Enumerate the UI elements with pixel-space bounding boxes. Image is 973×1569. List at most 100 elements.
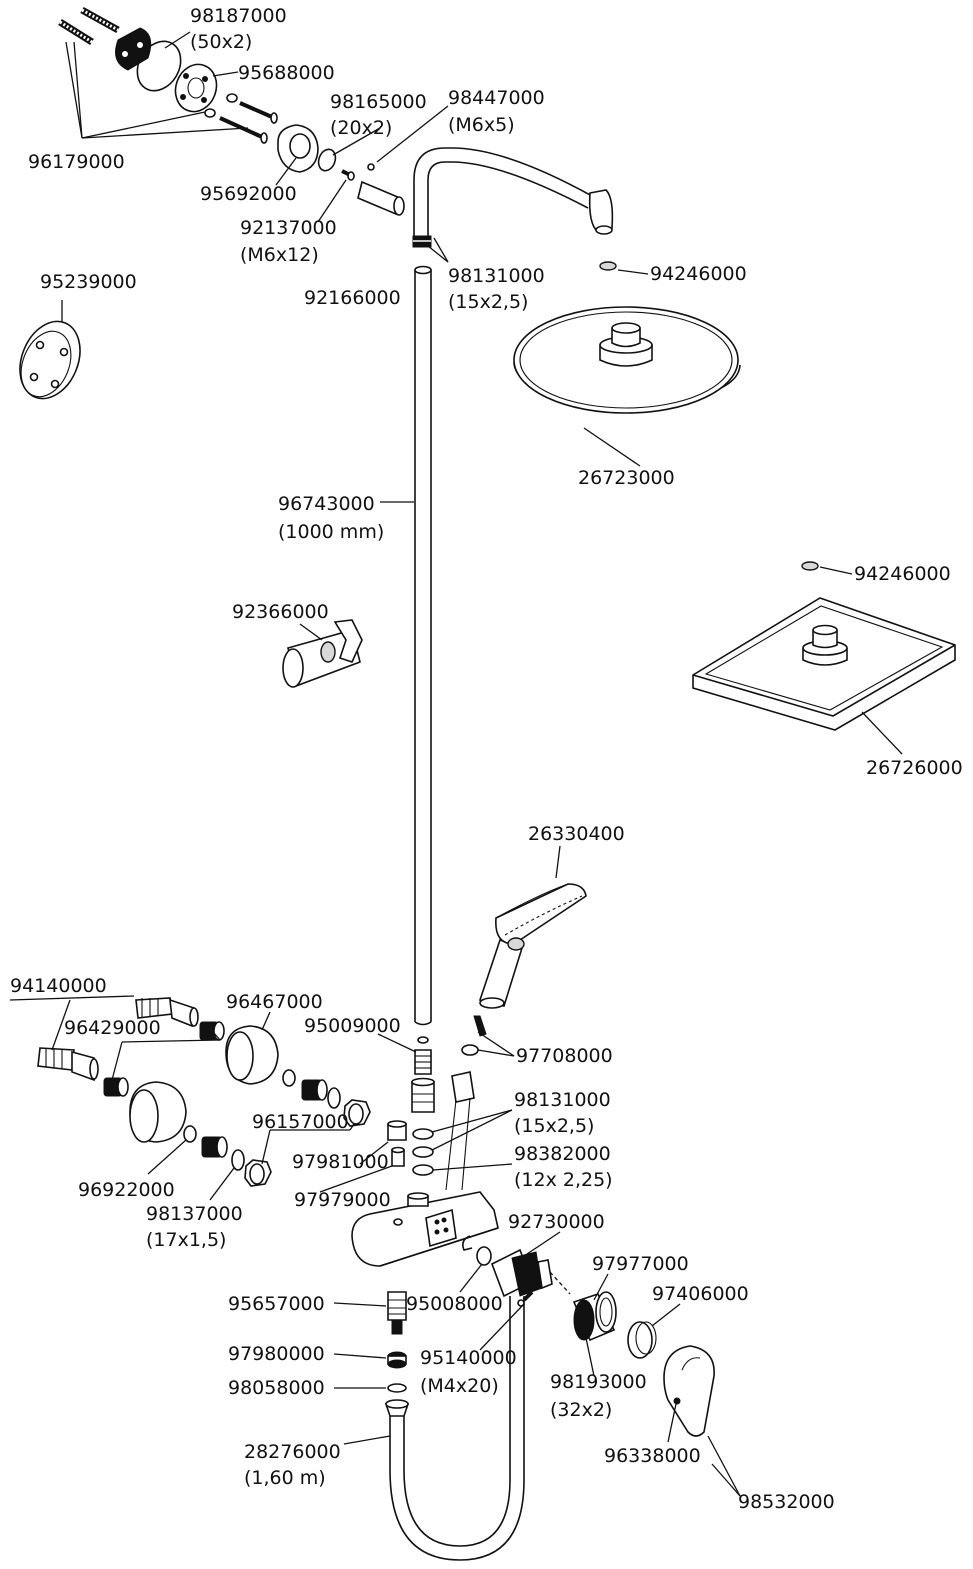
rosette-lower: [129, 1081, 187, 1143]
label-98058000: 98058000: [228, 1377, 325, 1399]
label-98131000-low: 98131000: [514, 1089, 611, 1111]
head-washer-b: [801, 561, 819, 571]
label-92730000: 92730000: [508, 1211, 605, 1233]
label-92137000: 92137000: [240, 217, 337, 239]
bottom-outlet: [387, 1291, 407, 1393]
temperature-ring: [572, 1291, 617, 1342]
label-97979000: 97979000: [294, 1189, 391, 1211]
label-92366000: 92366000: [232, 601, 329, 623]
label-96467000: 96467000: [226, 991, 323, 1013]
label-96179000: 96179000: [28, 151, 125, 173]
threaded-bushing-lower: [201, 1136, 228, 1158]
washer-98058000: [387, 1383, 407, 1393]
label-98187000-size: (50x2): [190, 31, 252, 53]
check-valve: [387, 1291, 407, 1335]
label-98532000: 98532000: [738, 1491, 835, 1513]
label-94246000-b: 94246000: [854, 563, 951, 585]
hand-shower: [478, 883, 587, 1009]
label-97406000: 97406000: [652, 1283, 749, 1305]
label-28276000: 28276000: [244, 1441, 341, 1463]
shower-hose: [384, 1296, 525, 1561]
label-98187000: 98187000: [190, 5, 287, 27]
label-98193000: 98193000: [550, 1371, 647, 1393]
label-96922000: 96922000: [78, 1179, 175, 1201]
label-95140000-size: (M4x20): [420, 1375, 499, 1397]
union-nut-upper: [199, 1021, 225, 1041]
part-labels: 98187000 (50x2) 95688000 98165000 (20x2)…: [10, 5, 963, 1513]
label-94246000-a: 94246000: [650, 263, 747, 285]
label-94140000: 94140000: [10, 975, 107, 997]
hose-connector-upper: [445, 1015, 487, 1191]
center-connector-stack: [387, 1036, 435, 1176]
label-95688000: 95688000: [238, 62, 335, 84]
cover-rosette: [277, 124, 319, 173]
label-97980000: 97980000: [228, 1343, 325, 1365]
label-98131000-top-size: (15x2,5): [448, 291, 528, 313]
label-95692000: 95692000: [200, 183, 297, 205]
label-96338000: 96338000: [604, 1445, 701, 1467]
rosette-upper: [225, 1025, 279, 1085]
label-98165000: 98165000: [330, 91, 427, 113]
label-98447000: 98447000: [448, 87, 545, 109]
label-96743000-length: (1000 mm): [278, 521, 384, 543]
label-98382000: 98382000: [514, 1143, 611, 1165]
threaded-stud-pair: [58, 6, 120, 45]
riser-pipe: [414, 265, 432, 1026]
label-98137000: 98137000: [146, 1203, 243, 1225]
head-washer-a: [599, 261, 617, 271]
screws: [219, 101, 278, 144]
label-97708000: 97708000: [516, 1045, 613, 1067]
label-95657000: 95657000: [228, 1293, 325, 1315]
screw-m6x12: [341, 169, 355, 181]
handle-grub-screw: [673, 1397, 681, 1405]
label-98165000-size: (20x2): [330, 117, 392, 139]
square-overhead-shower: [692, 561, 956, 731]
label-95009000: 95009000: [304, 1015, 401, 1037]
label-96157000: 96157000: [252, 1111, 349, 1133]
label-26726000: 26726000: [866, 757, 963, 779]
label-98193000-size: (32x2): [550, 1399, 612, 1421]
label-97977000: 97977000: [592, 1253, 689, 1275]
label-26723000: 26723000: [578, 467, 675, 489]
shower-arm: [412, 147, 614, 248]
union-nut-lower: [103, 1077, 129, 1097]
leader-lines: [9, 31, 903, 1497]
s-union-upper: [135, 997, 199, 1028]
label-98131000-top: 98131000: [448, 265, 545, 287]
cap-97979000: [391, 1146, 405, 1167]
thermostat-button-panel: [425, 1208, 457, 1248]
label-98137000-size: (17x1,5): [146, 1229, 226, 1251]
label-98131000-low-size: (15x2,5): [514, 1115, 594, 1137]
label-97981000: 97981000: [292, 1151, 389, 1173]
label-95008000: 95008000: [406, 1293, 503, 1315]
threaded-bushing-upper: [301, 1079, 328, 1101]
retaining-clip: [462, 1235, 473, 1251]
label-96429000: 96429000: [64, 1017, 161, 1039]
gasket-disc: [115, 27, 152, 71]
s-union-lower: [37, 1047, 99, 1082]
thermostatic-cartridge: [490, 1248, 571, 1298]
round-wall-cover: [19, 320, 81, 400]
hex-nut-upper: [343, 1099, 371, 1127]
wall-mount-assembly: [58, 6, 405, 216]
label-98447000-size: (M6x5): [448, 114, 515, 136]
label-26330400: 26330400: [528, 823, 625, 845]
mounting-plate: [174, 63, 218, 113]
label-92137000-size: (M6x12): [240, 244, 319, 266]
mixer-handle: [663, 1345, 715, 1437]
hand-shower-slider: [282, 619, 363, 688]
label-95140000: 95140000: [420, 1347, 517, 1369]
round-overhead-shower: [513, 261, 741, 414]
filter-seal: [387, 1351, 407, 1369]
label-28276000-length: (1,60 m): [244, 1467, 326, 1489]
hex-nut-lower: [244, 1159, 272, 1187]
label-95239000: 95239000: [40, 271, 137, 293]
arm-adapter: [357, 180, 405, 216]
handle-cover: [627, 1321, 657, 1359]
label-92166000: 92166000: [304, 287, 401, 309]
label-98382000-size: (12x 2,25): [514, 1169, 613, 1191]
connector-body: [411, 1081, 435, 1113]
grub-screw-m6x5: [367, 163, 375, 171]
cap-97981000: [387, 1120, 407, 1141]
